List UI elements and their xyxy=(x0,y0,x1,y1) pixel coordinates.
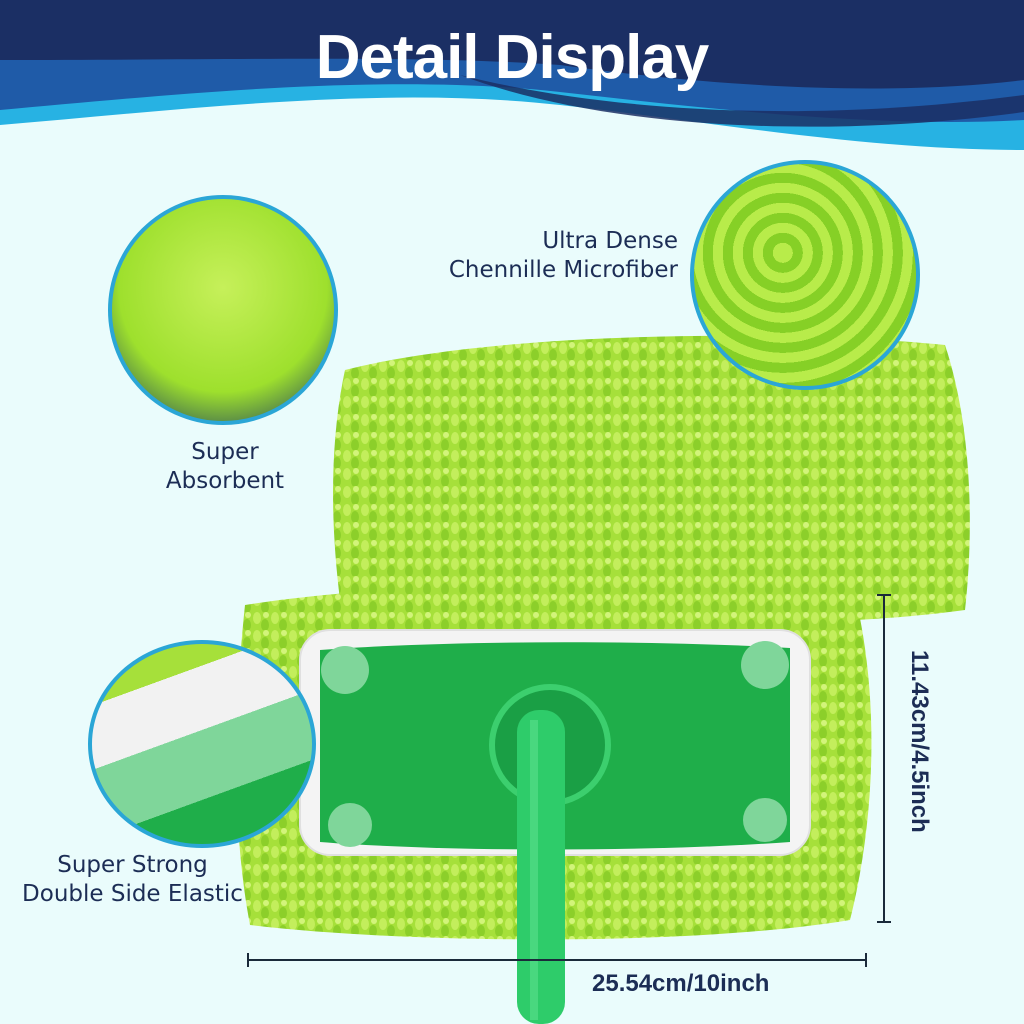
page-title: Detail Display xyxy=(315,23,710,92)
callout-double-side-elastic: Super Strong Double Side Elastic xyxy=(22,852,243,907)
callout-super-absorbent: Super Absorbent xyxy=(165,439,285,494)
back-mop-pad xyxy=(333,335,970,624)
width-dimension-label: 25.54cm/10inch xyxy=(592,970,770,997)
header-banner xyxy=(0,0,1024,170)
elastic-detail-circle xyxy=(88,640,316,848)
absorbent-detail-circle xyxy=(108,195,338,425)
callout-ultra-dense-microfiber: Ultra Dense Chennille Microfiber xyxy=(448,228,678,283)
microfiber-detail-circle xyxy=(690,160,920,390)
height-dimension-label: 11.43cm/4.5inch xyxy=(906,650,933,833)
